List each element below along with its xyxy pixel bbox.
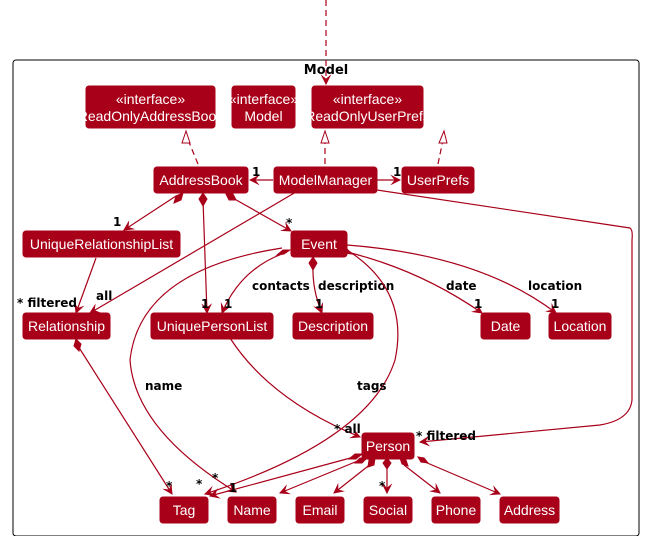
composition-diamond-icon [382,457,392,470]
class-email[interactable]: Email [295,496,345,524]
edge-event-location [346,244,557,314]
label-social-mult: * [379,479,386,493]
edge-relationship-tag [77,345,173,495]
class-relationship[interactable]: Relationship [22,312,111,340]
edge-person-phone [403,464,441,494]
label-tag-mult-c: * [212,471,219,485]
stereotype-label: «interface» [116,91,185,107]
realization-triangle-icon [181,129,191,144]
class-name: Relationship [28,318,105,334]
composition-diamond-icon [275,249,292,256]
label-location-mult: 1 [551,297,559,311]
label-contacts: contacts [252,279,310,293]
edge-addressbook-uniquepersonlist [201,199,213,315]
class-readonlyuserprefs[interactable]: «interface» ReadOnlyUserPrefs [305,85,430,129]
class-name: Location [554,318,607,334]
class-name: ReadOnlyUserPrefs [305,108,430,124]
edge-event-name [129,247,283,493]
edge-addressbook-uniquerelationshiplist [123,195,177,231]
class-userprefs[interactable]: UserPrefs [401,166,475,194]
class-description[interactable]: Description [292,312,374,340]
label-ab-event-mult: * [286,216,293,230]
label-tags: tags [357,379,387,393]
class-name: UniquePersonList [157,318,268,334]
label-mm-up-mult: 1 [393,165,401,179]
class-social[interactable]: Social [363,496,413,524]
edge-event-uniquepersonlist [220,253,283,314]
class-model[interactable]: «interface» Model [229,85,298,129]
class-name: ReadOnlyAddressBook [78,108,225,124]
edge-uniquerelationshiplist-relationship [74,257,97,315]
class-name: ModelManager [279,172,373,188]
class-address[interactable]: Address [499,496,560,524]
label-upl-mult-a: 1 [201,297,209,311]
class-readonlyaddressbook[interactable]: «interface» ReadOnlyAddressBook [78,85,225,129]
label-ab-url-mult: 1 [113,215,121,229]
composition-diamond-icon [198,192,208,208]
stereotype-label: «interface» [229,91,298,107]
composition-diamond-icon [417,456,430,464]
label-desc-mult: 1 [315,297,323,311]
composition-diamond-icon [347,453,364,460]
label-person-filtered: * filtered [416,429,476,443]
class-tag[interactable]: Tag [159,496,209,524]
class-uniquerelationshiplist[interactable]: UniqueRelationshipList [22,230,181,258]
class-modelmanager[interactable]: ModelManager [273,166,378,194]
label-tag-mult-a: * [166,479,173,493]
class-name: UniqueRelationshipList [30,236,173,252]
class-name: Social [369,502,407,518]
composition-diamond-icon [225,193,237,201]
label-name-mult: 1 [229,481,237,495]
class-event[interactable]: Event [290,230,348,258]
class-uniquepersonlist[interactable]: UniquePersonList [150,312,274,340]
class-name: Model [244,108,282,124]
label-date: date [446,279,477,293]
edge-person-tag [208,456,355,499]
composition-diamond-icon [173,192,184,204]
composition-diamond-icon [308,256,318,272]
edge-person-address [424,461,501,496]
edge-event-tag [203,249,399,497]
composition-diamond-icon [73,338,82,352]
class-name: Phone [436,502,477,518]
edge-person-email [333,462,373,494]
label-description: description [318,279,394,293]
class-name: UserPrefs [407,172,469,188]
stereotype-label: «interface» [333,91,402,107]
class-name: Tag [173,502,196,518]
class-person[interactable]: Person [361,432,415,460]
edge-addressbook-realizes [185,134,199,165]
class-name: AddressBook [159,172,243,188]
class-name: Address [504,502,555,518]
class-name: Date [491,318,521,334]
class-name-node[interactable]: Name [227,496,277,524]
edge-modelmanager-relationship [89,191,297,314]
label-name: name [145,379,182,393]
label-mm-ab-mult: 1 [252,165,260,179]
label-upl-mult-b: 1 [224,297,232,311]
class-addressbook[interactable]: AddressBook [153,166,249,194]
label-tag-mult-b: * [196,477,203,491]
realization-triangle-icon [438,129,448,144]
realization-triangle-icon [320,129,330,144]
label-person-all: * all [334,422,361,436]
class-name: Name [233,502,271,518]
label-location: location [528,279,582,293]
class-phone[interactable]: Phone [431,496,481,524]
class-name: Description [298,318,368,334]
class-name: Event [301,236,337,252]
edge-modelmanager-person-filtered [376,189,633,447]
class-location[interactable]: Location [548,312,612,340]
class-name: Email [302,502,337,518]
class-date[interactable]: Date [480,312,531,340]
label-rel-filtered: * filtered [17,296,77,310]
edge-addressbook-event [230,196,292,232]
edge-person-name [279,459,361,495]
label-rel-all: all [96,289,112,303]
class-name: Person [366,438,410,454]
edge-event-date [346,251,483,314]
edge-uniquepersonlist-person [229,337,361,439]
label-date-mult: 1 [474,297,482,311]
